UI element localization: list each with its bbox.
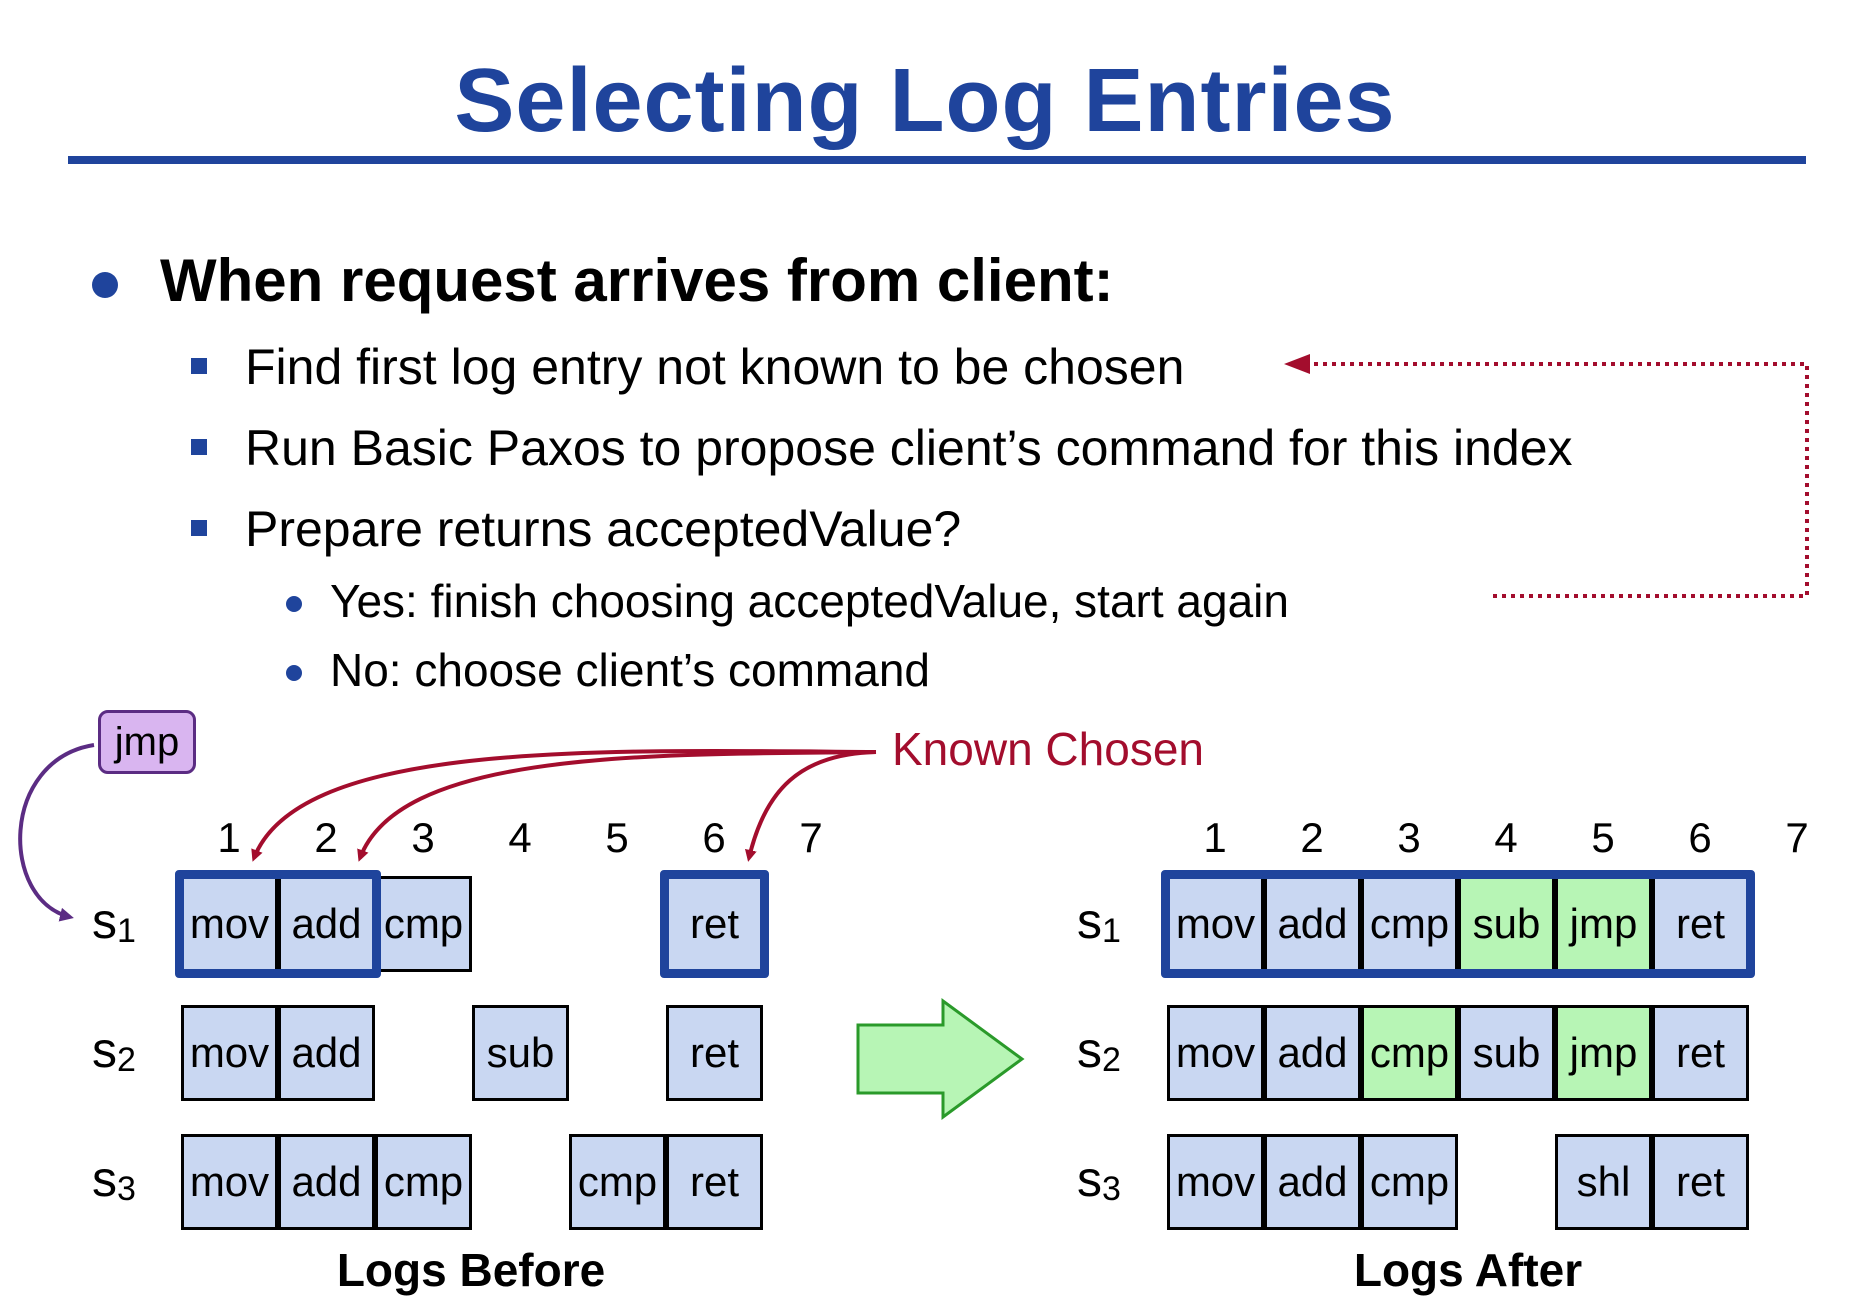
- log-entry-after: add: [1264, 1005, 1361, 1101]
- known-chosen-label: Known Chosen: [892, 723, 1204, 775]
- log-index-after: 3: [1397, 814, 1421, 861]
- log-entry-after: jmp: [1555, 876, 1652, 972]
- square-bullet-icon: [191, 439, 207, 455]
- round-bullet-icon: [286, 596, 302, 612]
- known-chosen-arrow-1: [251, 748, 877, 862]
- log-index-after: 4: [1494, 814, 1518, 861]
- log-entry-after: jmp: [1555, 1005, 1652, 1101]
- log-entry-before: cmp: [375, 1134, 472, 1230]
- chosen-frame-after: [1161, 870, 1755, 978]
- log-index-before: 2: [314, 814, 338, 861]
- log-entry-before: mov: [181, 1134, 278, 1230]
- restart-arrowhead: [1284, 354, 1310, 374]
- restart-dotted-arrow: [1290, 362, 1809, 598]
- log-entry-after: sub: [1458, 1005, 1555, 1101]
- log-entry-after: ret: [1652, 1134, 1749, 1230]
- slide-title: Selecting Log Entries: [454, 51, 1396, 151]
- log-entry-before: ret: [666, 1005, 763, 1101]
- log-entry-before: mov: [181, 1005, 278, 1101]
- log-index-after: 6: [1688, 814, 1712, 861]
- log-index-after: 2: [1300, 814, 1324, 861]
- log-entry-after: cmp: [1361, 876, 1458, 972]
- log-entry-after: add: [1264, 1134, 1361, 1230]
- subsubbullet-yes: Yes: finish choosing acceptedValue, star…: [330, 575, 1289, 627]
- log-entry-before: cmp: [569, 1134, 666, 1230]
- known-chosen-arrow-2: [357, 750, 877, 862]
- subbullet-2: Run Basic Paxos to propose client’s comm…: [245, 420, 1573, 476]
- log-index-before: 5: [605, 814, 629, 861]
- log-entry-after: add: [1264, 876, 1361, 972]
- log-index-before: 1: [217, 814, 241, 861]
- log-entry-after: ret: [1652, 1005, 1749, 1101]
- subbullet-3: Prepare returns acceptedValue?: [245, 501, 962, 557]
- round-bullet-icon: [286, 665, 302, 681]
- server-label-before: s3: [92, 1151, 136, 1208]
- incoming-command-box: jmp: [98, 710, 196, 774]
- square-bullet-icon: [191, 358, 207, 374]
- chosen-frame-before: [660, 870, 769, 978]
- incoming-command-arrow: [18, 743, 95, 922]
- server-label-before: s1: [92, 893, 136, 950]
- server-label-before: s2: [92, 1022, 136, 1079]
- log-entry-after: cmp: [1361, 1005, 1458, 1101]
- log-index-after: 7: [1785, 814, 1809, 861]
- log-index-before: 4: [508, 814, 532, 861]
- log-entry-before: ret: [666, 1134, 763, 1230]
- server-label-after: s2: [1077, 1022, 1121, 1079]
- server-label-after: s1: [1077, 893, 1121, 950]
- transform-arrow-icon: [856, 998, 1025, 1120]
- subbullet-1: Find first log entry not known to be cho…: [245, 339, 1185, 395]
- log-entry-after: mov: [1167, 1134, 1264, 1230]
- log-entry-after: cmp: [1361, 1134, 1458, 1230]
- log-entry-after: sub: [1458, 876, 1555, 972]
- log-entry-before: sub: [472, 1005, 569, 1101]
- logs-before-caption: Logs Before: [336, 1244, 606, 1296]
- log-entry-after: mov: [1167, 1005, 1264, 1101]
- known-chosen-arrow-6: [744, 750, 877, 862]
- bullet-dot-icon: [92, 272, 118, 298]
- chosen-frame-before: [175, 870, 381, 978]
- logs-after-caption: Logs After: [1353, 1244, 1583, 1296]
- log-entry-before: add: [278, 1134, 375, 1230]
- log-entry-before: add: [278, 1005, 375, 1101]
- subsubbullet-no: No: choose client’s command: [330, 644, 930, 696]
- title-rule: [68, 156, 1806, 164]
- log-index-before: 7: [799, 814, 823, 861]
- server-label-after: s3: [1077, 1151, 1121, 1208]
- log-index-before: 3: [411, 814, 435, 861]
- log-index-after: 1: [1203, 814, 1227, 861]
- main-bullet: When request arrives from client:: [160, 247, 1114, 314]
- log-index-after: 5: [1591, 814, 1615, 861]
- log-entry-after: shl: [1555, 1134, 1652, 1230]
- square-bullet-icon: [191, 520, 207, 536]
- log-index-before: 6: [702, 814, 726, 861]
